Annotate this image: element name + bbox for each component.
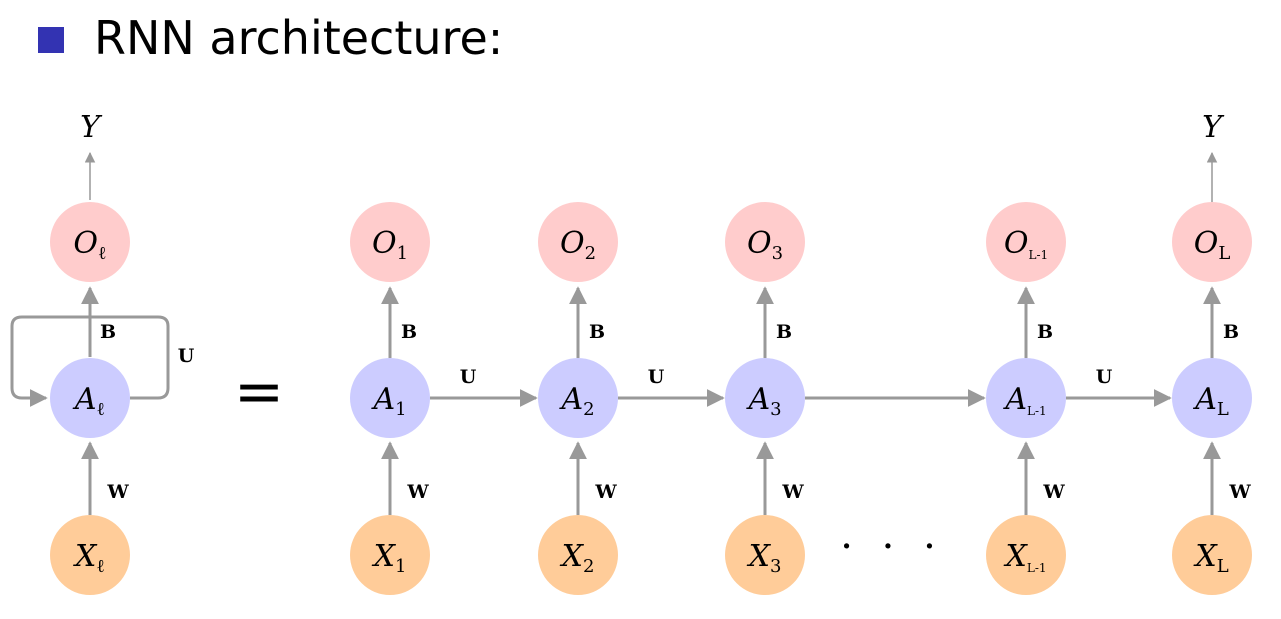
- rolled-weight-B: B: [100, 321, 116, 343]
- rolled-input-node: [50, 515, 130, 595]
- hidden-node-2: [538, 358, 618, 438]
- weight-W-3: W: [781, 481, 804, 503]
- output-node-label-2: O2: [560, 226, 596, 264]
- rolled-input-node-label: Xℓ: [73, 539, 105, 577]
- weight-W-L: W: [1228, 481, 1251, 503]
- weight-B-L: B: [1223, 321, 1239, 343]
- output-node-L-1: [986, 202, 1066, 282]
- hidden-node-label-3: A3: [745, 382, 781, 420]
- weight-B-3: B: [776, 321, 792, 343]
- hidden-node-label-2: A2: [558, 382, 594, 420]
- weight-B-2: B: [589, 321, 605, 343]
- input-node-L-1: [986, 515, 1066, 595]
- hidden-node-label-1: A1: [370, 382, 406, 420]
- output-node-label-L: OL: [1194, 226, 1231, 264]
- input-node-label-L-1: XL-1: [1003, 539, 1046, 575]
- rolled-hidden-node-label: Aℓ: [72, 382, 105, 420]
- rolled-network: Y U B W Oℓ Aℓ Xℓ: [10, 110, 195, 595]
- output-label-Y: Y: [1202, 110, 1225, 145]
- rolled-weight-W: W: [106, 481, 129, 503]
- bullet-square-icon: [38, 27, 64, 53]
- output-node-2: [538, 202, 618, 282]
- hidden-node-L-1: [986, 358, 1066, 438]
- hidden-node-1: [350, 358, 430, 438]
- output-node-1: [350, 202, 430, 282]
- input-node-label-3: X3: [747, 539, 782, 577]
- output-node-label-3: O3: [747, 226, 783, 264]
- rolled-output-label: Y: [80, 110, 103, 145]
- rolled-output-node-label: Oℓ: [73, 226, 106, 264]
- input-node-1: [350, 515, 430, 595]
- weight-B-1: B: [401, 321, 417, 343]
- input-node-2: [538, 515, 618, 595]
- weight-W-2: W: [594, 481, 617, 503]
- equals-sign: =: [234, 357, 284, 427]
- input-node-label-2: X2: [560, 539, 595, 577]
- input-node-3: [725, 515, 805, 595]
- output-node-L: [1172, 202, 1252, 282]
- hidden-node-3: [725, 358, 805, 438]
- hidden-node-label-L-1: AL-1: [1002, 382, 1046, 418]
- weight-B-L-1: B: [1037, 321, 1053, 343]
- hidden-node-label-L: AL: [1192, 382, 1229, 420]
- heading-text: RNN architecture:: [94, 11, 504, 65]
- ellipsis: · · ·: [840, 524, 944, 570]
- input-node-label-1: X1: [372, 539, 407, 577]
- output-node-label-L-1: OL-1: [1004, 226, 1048, 262]
- slide-heading: RNN architecture:: [38, 6, 503, 70]
- hidden-node-L: [1172, 358, 1252, 438]
- input-node-L: [1172, 515, 1252, 595]
- output-node-label-1: O1: [372, 226, 408, 264]
- rolled-output-node: [50, 202, 130, 282]
- rolled-hidden-node: [50, 358, 130, 438]
- weight-U-2: U: [648, 366, 665, 388]
- weight-U-L-1: U: [1096, 366, 1113, 388]
- rolled-weight-U: U: [178, 345, 195, 367]
- input-node-label-L: XL: [1193, 539, 1228, 577]
- weight-W-L-1: W: [1042, 481, 1065, 503]
- weight-W-1: W: [406, 481, 429, 503]
- output-node-3: [725, 202, 805, 282]
- weight-U-1: U: [460, 366, 477, 388]
